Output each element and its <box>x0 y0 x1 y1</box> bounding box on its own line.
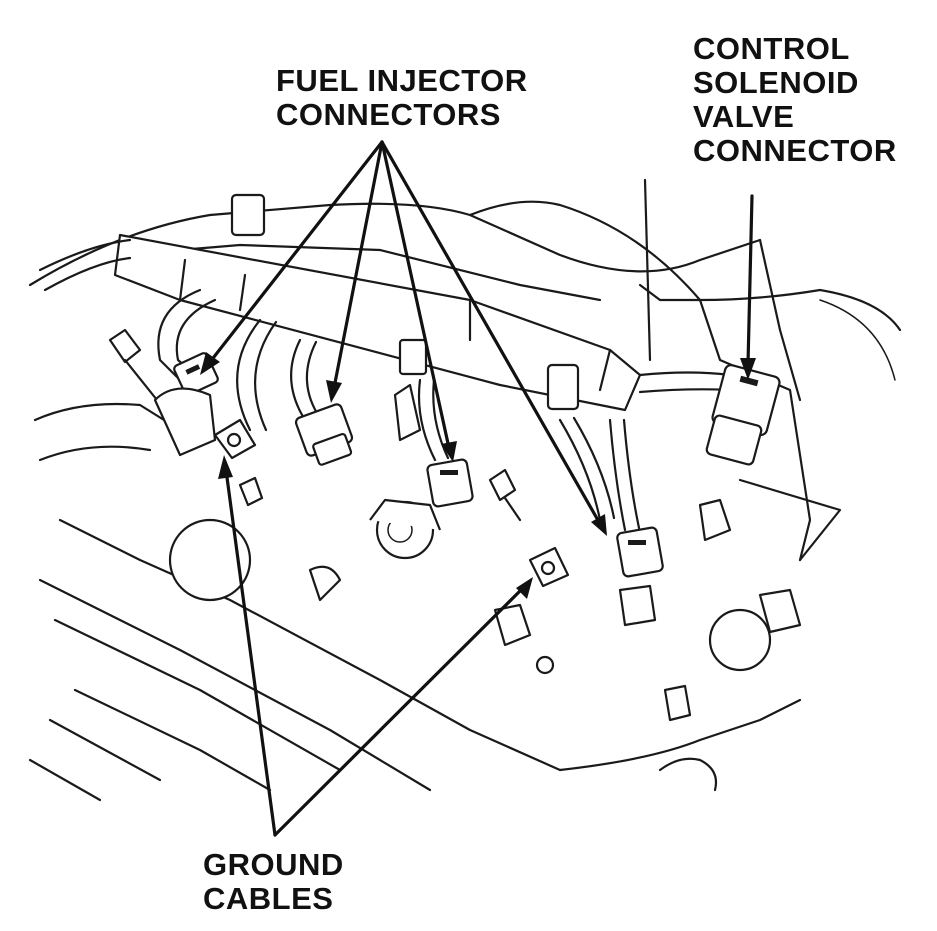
control-solenoid-valve-connector-label: CONTROL SOLENOID VALVE CONNECTOR <box>693 32 897 168</box>
label-line: SOLENOID <box>693 65 859 100</box>
fuel-injector-connectors-label: FUEL INJECTOR CONNECTORS <box>276 64 528 132</box>
wiring-harness <box>38 238 732 532</box>
label-line: GROUND <box>203 847 344 882</box>
fuel-injector-arrows <box>200 140 607 536</box>
engine-parts <box>108 328 802 722</box>
ground-cable-arrows <box>218 455 533 837</box>
label-line: CONNECTOR <box>693 133 897 168</box>
injector-connector-4 <box>616 526 664 578</box>
label-line: FUEL INJECTOR <box>276 63 528 98</box>
label-line: VALVE <box>693 99 795 134</box>
label-line: CABLES <box>203 881 334 916</box>
solenoid-arrow <box>740 194 756 380</box>
ground-terminal-2 <box>528 546 570 588</box>
label-line: CONTROL <box>693 31 850 66</box>
label-line: CONNECTORS <box>276 97 501 132</box>
ground-cables-label: GROUND CABLES <box>203 848 344 916</box>
ground-terminal-1 <box>213 418 257 460</box>
solenoid-valve-connector <box>705 364 781 466</box>
injector-connector-2 <box>294 403 354 466</box>
injector-connector-3 <box>426 458 474 508</box>
